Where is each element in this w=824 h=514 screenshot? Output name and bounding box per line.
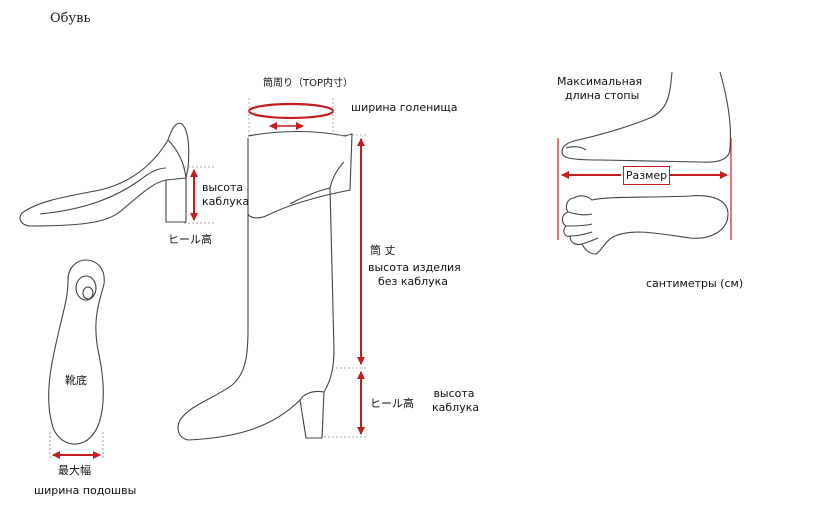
boot-heel-jp-label: ヒール高 [370,397,414,410]
shaft-height-line-2: без каблука [378,275,448,288]
boot-heel-height-measure [324,371,368,438]
sole-width-measure [49,432,104,460]
page-title: Обувь [50,11,91,26]
max-foot-length-label: Максимальная длина стопы [557,75,642,103]
boot-heel-height-label: высота каблука [432,387,480,415]
boot-shaft-height-measure [336,134,368,369]
foot-length-measure [557,138,732,240]
shaft-width-label: ширина голенища [351,101,458,114]
pump-heel-height-label: высота каблука [202,181,249,209]
top-circumference-jp-label: 筒周り（TOP内寸） [263,78,354,89]
boot-heel-height-line-2: каблука [432,401,480,414]
pump-heel-height-line-2: каблука [202,195,250,208]
pump-heel-measure [184,166,214,224]
pump-heel-height-line-1: высота [202,181,244,194]
pump-shoe-illustration [19,122,190,227]
foot-illustration [561,71,732,255]
sole-illustration [48,259,105,445]
shaft-height-label: высота изделия без каблука [368,261,461,289]
boot-heel-height-line-1: высота [433,387,475,400]
pump-heel-jp-label: ヒール高 [168,233,212,246]
max-foot-length-line-2: длина стопы [565,89,640,102]
max-foot-length-line-1: Максимальная [557,75,643,88]
max-width-jp-label: 最大幅 [58,464,91,477]
units-label: сантиметры (см) [646,277,744,290]
boot-illustration [177,130,353,441]
sole-width-label: ширина подошвы [34,484,137,497]
shaft-height-line-1: высота изделия [368,261,461,274]
boot-top-circumference [247,98,335,135]
shaft-height-jp-label: 筒 丈 [370,244,396,257]
size-label-box: Размер [623,166,670,185]
sole-jp-label: 靴底 [65,374,87,387]
